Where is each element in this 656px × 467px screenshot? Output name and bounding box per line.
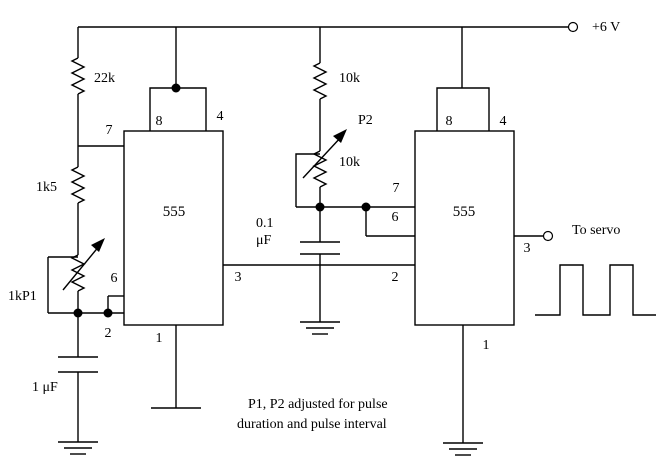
left-pin-6: 6 [111, 271, 118, 286]
potentiometer-p1 [70, 254, 86, 292]
supply-rail: +6 V [78, 20, 620, 35]
right-555-chip [414, 27, 554, 456]
right-timing-branch [295, 27, 415, 335]
label-1k5: 1k5 [36, 180, 57, 195]
label-p2: P2 [358, 113, 373, 128]
caption-line-1: P1, P2 adjusted for pulse [248, 397, 388, 412]
left-pin-4: 4 [217, 109, 224, 124]
right-555-body [414, 130, 515, 326]
caption-line-2: duration and pulse interval [237, 417, 387, 432]
p1-arrow [91, 238, 105, 252]
label-1uf: 1 μF [32, 380, 58, 395]
left-555-chip [123, 27, 415, 409]
left-pin-8: 8 [156, 114, 163, 129]
p2-arrow [333, 129, 347, 143]
left-pin-1: 1 [156, 331, 163, 346]
right-pin-6: 6 [392, 210, 399, 225]
resistor-22k [70, 57, 86, 95]
resistor-10k-upper [312, 62, 328, 100]
left-pin-3: 3 [235, 270, 242, 285]
pulse-waveform [535, 264, 656, 316]
right-chip-label: 555 [453, 204, 476, 220]
left-timing-branch [47, 27, 124, 455]
right-pin-7: 7 [393, 181, 400, 196]
resistor-1k5 [70, 166, 86, 204]
left-chip-label: 555 [163, 204, 186, 220]
label-22k: 22k [94, 71, 115, 86]
label-uf: μF [256, 233, 272, 248]
right-pin-4: 4 [500, 114, 507, 129]
left-pin-2: 2 [105, 326, 112, 341]
supply-terminal [567, 21, 579, 33]
label-0.1: 0.1 [256, 216, 274, 231]
left-pin-7: 7 [106, 123, 113, 138]
right-pin-2: 2 [392, 270, 399, 285]
ground-symbol-right [443, 442, 483, 456]
servo-output-terminal [542, 230, 554, 242]
potentiometer-p2 [312, 150, 328, 188]
right-pin-3: 3 [524, 241, 531, 256]
label-10k-upper: 10k [339, 71, 360, 86]
label-10k-lower: 10k [339, 155, 360, 170]
right-pin-1: 1 [483, 338, 490, 353]
supply-label: +6 V [592, 20, 620, 35]
label-1kp1: 1kP1 [8, 289, 37, 304]
ground-symbol-left [58, 441, 98, 455]
right-pin-8: 8 [446, 114, 453, 129]
ground-symbol-middle [300, 321, 340, 335]
to-servo-label: To servo [572, 223, 620, 238]
left-555-body [123, 130, 224, 326]
